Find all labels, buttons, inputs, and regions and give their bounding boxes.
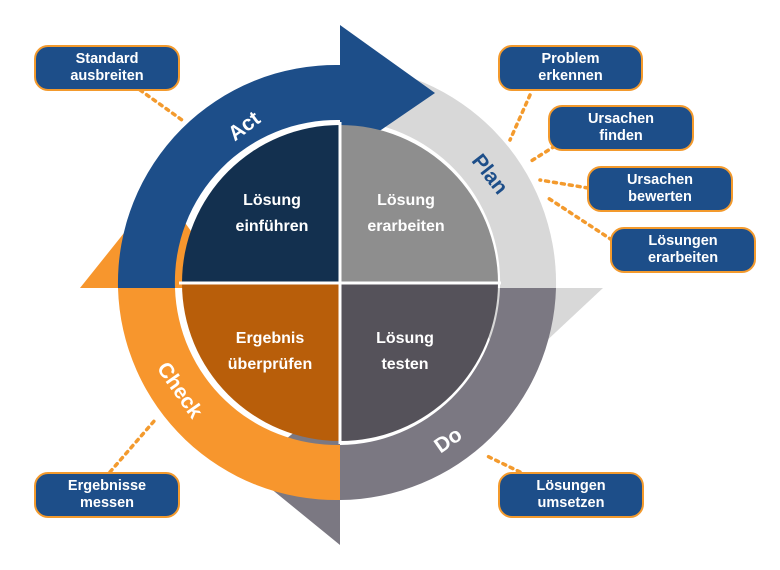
callout-standard-ausbreiten: Standard ausbreiten: [34, 45, 180, 91]
callout-text-line2: ausbreiten: [70, 68, 144, 84]
callout-text-line1: Lösungen: [536, 478, 606, 494]
connector-loesungen-umsetzen: [483, 453, 522, 474]
callout-text-line2: finden: [599, 128, 643, 144]
act-center-line1: Lösung: [243, 192, 301, 209]
act-center-line2: einführen: [236, 218, 309, 235]
callout-text-line1: Ergebnisse: [67, 478, 147, 494]
check-quadrant: [182, 283, 340, 441]
connector-ursachen-bewerten: [538, 178, 590, 190]
connector-ursachen-finden: [526, 144, 557, 165]
act-arrow: [117, 25, 436, 288]
callout-loesungen-umsetzen: Lösungen umsetzen: [498, 472, 644, 518]
connector-ergebnisse-messen: [108, 418, 157, 474]
check-center-line2: überprüfen: [228, 356, 312, 373]
connector-problem-erkennen: [508, 93, 532, 142]
plan-quadrant: [340, 125, 498, 283]
connector-standard-ausbreiten: [138, 88, 184, 122]
connector-loesungen-erarbeiten: [546, 196, 614, 242]
quadrant-dividers: [179, 122, 501, 444]
callout-ergebnisse-messen: Ergebnisse messen: [34, 472, 180, 518]
callout-problem-erkennen: Problem erkennen: [498, 45, 643, 91]
act-quadrant: [182, 125, 340, 283]
do-center-line1: Lösung: [376, 330, 434, 347]
callout-ursachen-bewerten: Ursachen bewerten: [587, 166, 733, 212]
callout-text-line2: messen: [79, 495, 134, 511]
callout-text-line1: Ursachen: [587, 111, 655, 127]
do-center-line2: testen: [381, 356, 428, 373]
plan-center-line2: erarbeiten: [367, 218, 444, 235]
callout-text-line2: erkennen: [538, 68, 603, 84]
check-center-line1: Ergebnis: [236, 330, 305, 347]
callout-text-line1: Problem: [541, 51, 600, 67]
callout-text-line1: Lösungen: [648, 233, 718, 249]
callout-connectors: [108, 88, 614, 474]
callout-loesungen-erarbeiten: Lösungen erarbeiten: [610, 227, 756, 273]
callout-text-line1: Standard: [75, 51, 139, 67]
plan-center-line1: Lösung: [377, 192, 435, 209]
do-quadrant: [340, 283, 498, 441]
callout-text-line2: bewerten: [628, 189, 692, 205]
callout-ursachen-finden: Ursachen finden: [548, 105, 694, 151]
callout-text-line1: Ursachen: [626, 172, 694, 188]
callout-text-line2: umsetzen: [537, 495, 605, 511]
callout-text-line2: erarbeiten: [647, 250, 719, 266]
